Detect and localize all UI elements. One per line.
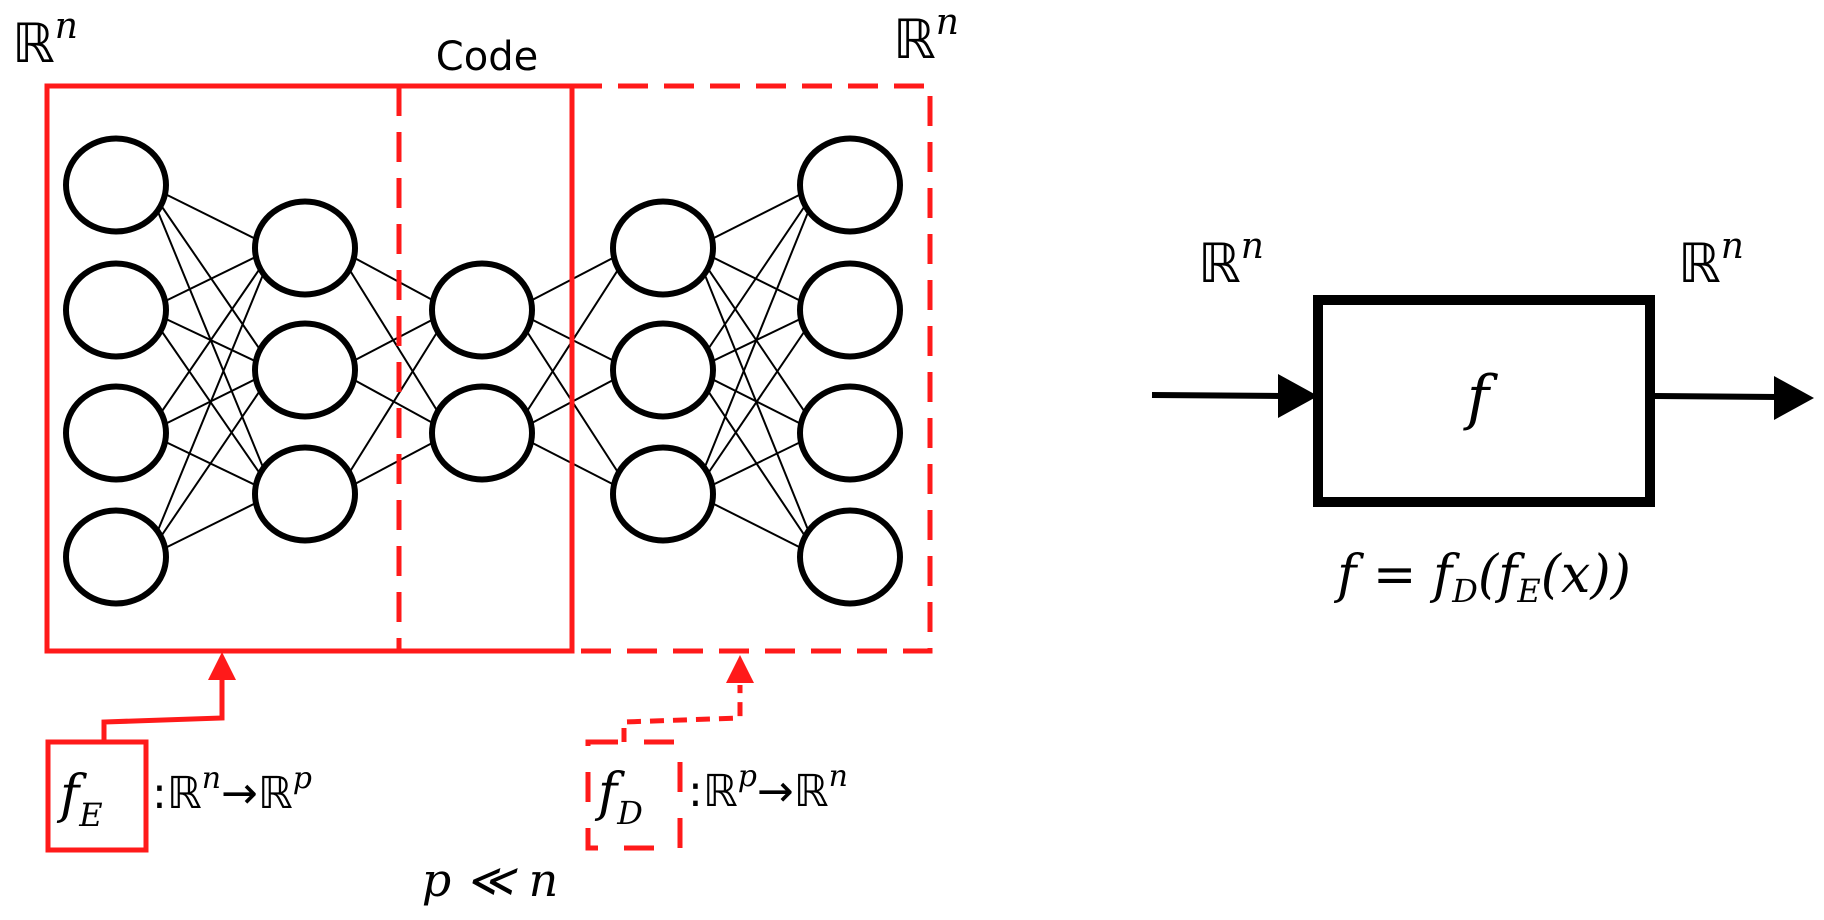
- encoder-mapping: :ℝn→ℝp: [152, 761, 312, 819]
- composition-equation: f = fD(fE(x)): [1333, 545, 1631, 610]
- encoder-frame: [44, 83, 575, 654]
- neuron-layer5-1: [797, 135, 903, 235]
- connection-l3-1-0: [693, 184, 820, 371]
- neuron-layer1-3: [63, 383, 169, 483]
- block-input-arrow-line: [1151, 392, 1283, 399]
- encoder-box: [45, 739, 149, 853]
- neuron-layer1-2: [63, 260, 169, 360]
- neuron-layer4-3: [610, 444, 716, 544]
- neuron-layer2-3: [252, 444, 358, 544]
- decoder-arrow-line: [621, 685, 743, 742]
- connection-l3-2-1: [693, 309, 820, 495]
- decoder-box: [585, 739, 683, 851]
- neuron-layer4-1: [610, 198, 716, 298]
- neuron-layer1-4: [63, 507, 169, 607]
- block-input-arrow-head: [1278, 374, 1318, 418]
- output-space-label: ℝn: [893, 2, 959, 71]
- neuron-layer2-1: [252, 198, 358, 298]
- neuron-layer3-2: [429, 383, 535, 483]
- block-output-label: ℝn: [1678, 226, 1744, 295]
- connection-l0-3-0: [146, 247, 275, 558]
- neuron-layer5-4: [797, 507, 903, 607]
- connection-l0-0-0: [146, 184, 275, 249]
- function-box-label: f: [1463, 363, 1499, 433]
- block-output-arrow-line: [1654, 393, 1779, 400]
- connection-l3-2-0: [693, 184, 820, 495]
- function-box: [1313, 295, 1655, 507]
- input-space-label: ℝn: [12, 6, 78, 75]
- block-output-arrow-head: [1774, 376, 1814, 420]
- decoder-symbol: fD: [594, 763, 643, 832]
- network-connections: [146, 184, 820, 558]
- connection-l0-3-2: [146, 493, 275, 558]
- connection-l0-1-0: [146, 247, 275, 311]
- encoder-arrow-line: [101, 680, 225, 742]
- connection-l0-3-1: [146, 369, 275, 558]
- connection-l0-2-0: [146, 247, 275, 434]
- encoder-arrow-head: [208, 652, 236, 680]
- network-neurons: [63, 135, 903, 607]
- neuron-layer5-2: [797, 260, 903, 360]
- connection-l0-0-1: [146, 184, 275, 371]
- block-input-label: ℝn: [1198, 226, 1264, 295]
- decoder-mapping: :ℝp→ℝn: [688, 759, 848, 817]
- decoder-arrow-head: [726, 655, 754, 683]
- connection-l1-2-0: [335, 309, 452, 495]
- neuron-layer4-2: [610, 320, 716, 420]
- neuron-layer3-1: [429, 260, 535, 360]
- encoder-symbol: fE: [56, 765, 103, 834]
- neuron-layer5-3: [797, 383, 903, 483]
- code-label: Code: [436, 34, 538, 80]
- neuron-layer1-1: [63, 135, 169, 235]
- neuron-layer2-2: [252, 320, 358, 420]
- dimension-constraint: p ≪ n: [422, 853, 558, 907]
